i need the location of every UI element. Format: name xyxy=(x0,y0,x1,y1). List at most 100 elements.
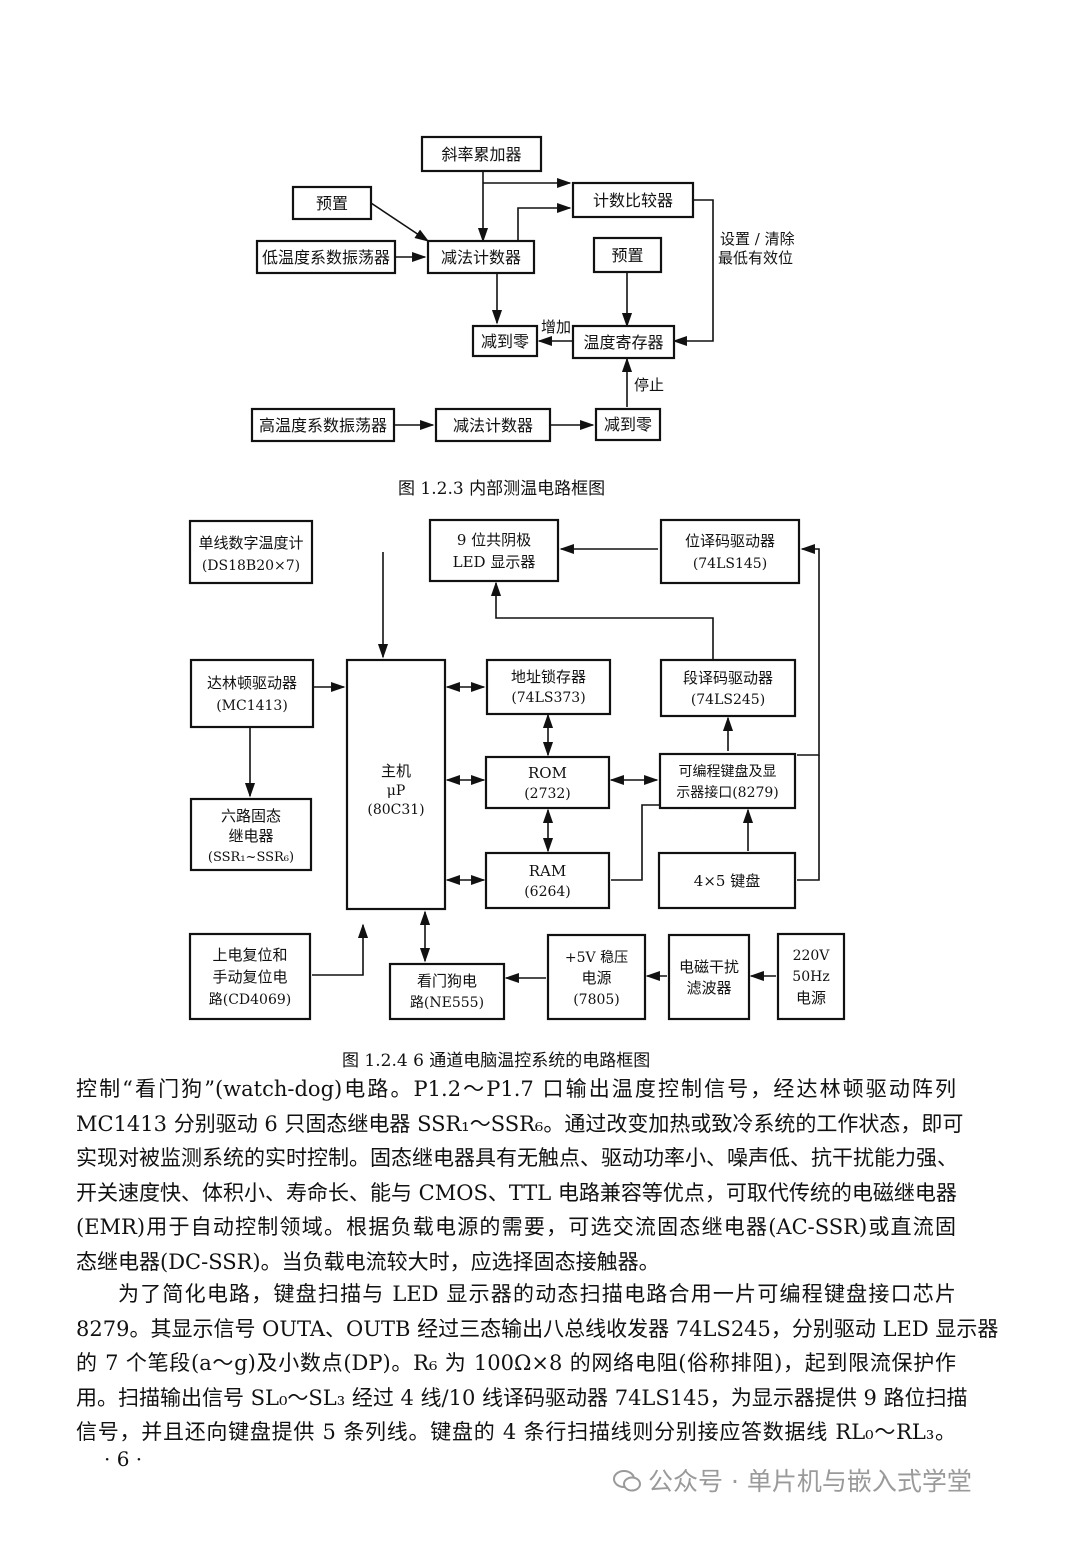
svg-text:六路固态: 六路固态 xyxy=(221,807,281,825)
keyboard-4x5-box: 4×5 键盘 xyxy=(657,851,797,910)
counter-comparator-box: 计数比较器 xyxy=(571,181,695,219)
svg-text:减法计数器: 减法计数器 xyxy=(441,248,521,267)
svg-text:9 位共阴极: 9 位共阴极 xyxy=(457,531,531,549)
watermark: 公众号 · 单片机与嵌入式学堂 xyxy=(612,1462,972,1498)
voltage-regulator-box: +5V 稳压 电源 (7805) xyxy=(546,933,647,1021)
text-line: 的 7 个笔段(a～g)及小数点(DP)。R₆ 为 100Ω×8 的网络电阻(俗… xyxy=(76,1351,956,1375)
svg-text:高温度系数振荡器: 高温度系数振荡器 xyxy=(259,416,387,435)
temperature-register-box: 温度寄存器 xyxy=(571,324,676,360)
svg-text:段译码驱动器: 段译码驱动器 xyxy=(683,669,773,687)
svg-text:看门狗电: 看门狗电 xyxy=(417,972,477,990)
ds18b20-box: 单线数字温度计 (DS18B20×7) xyxy=(188,519,314,585)
svg-text:RAM: RAM xyxy=(529,862,567,880)
preset-box-2: 预置 xyxy=(592,236,663,274)
zero-box-2: 减到零 xyxy=(594,407,662,442)
svg-text:(DS18B20×7): (DS18B20×7) xyxy=(202,558,300,574)
address-latch-box: 地址锁存器 (74LS373) xyxy=(485,658,612,716)
svg-text:电磁干扰: 电磁干扰 xyxy=(679,958,739,976)
svg-text:4×5 键盘: 4×5 键盘 xyxy=(694,872,760,890)
label-increment: 增加 xyxy=(541,318,571,336)
zero-box-1: 减到零 xyxy=(471,324,539,358)
svg-text:LED 显示器: LED 显示器 xyxy=(453,553,536,571)
emi-filter-box: 电磁干扰 滤波器 xyxy=(667,933,751,1021)
label-stop: 停止 xyxy=(634,376,664,394)
svg-text:(7805): (7805) xyxy=(573,992,620,1008)
watermark-text: 公众号 · 单片机与嵌入式学堂 xyxy=(648,1467,972,1496)
text-line: 为了简化电路，键盘扫描与 LED 显示器的动态扫描电路合用一片可编程键盘接口芯片 xyxy=(118,1282,956,1306)
label-lsb: 最低有效位 xyxy=(718,249,793,267)
figure-1-2-3-caption: 图 1.2.3 内部测温电路框图 xyxy=(398,479,606,499)
svg-text:单线数字温度计: 单线数字温度计 xyxy=(198,534,303,552)
svg-text:低温度系数振荡器: 低温度系数振荡器 xyxy=(262,248,390,267)
svg-text:减法计数器: 减法计数器 xyxy=(453,416,533,435)
figure-1-2-3: 斜率累加器 预置 计数比较器 低温度系数振荡器 减法计数器 预置 减到零 温度 xyxy=(250,135,795,443)
svg-text:减到零: 减到零 xyxy=(481,332,529,351)
high-temp-oscillator-box: 高温度系数振荡器 xyxy=(250,407,396,443)
svg-text:路(CD4069): 路(CD4069) xyxy=(209,992,292,1008)
svg-text:50Hz: 50Hz xyxy=(792,969,829,985)
text-line: 8279。其显示信号 OUTA、OUTB 经过三态输出八总线收发器 74LS24… xyxy=(76,1316,999,1341)
wechat-icon xyxy=(613,1470,641,1492)
figure-1-2-4-caption: 图 1.2.4 6 通道电脑温控系统的电路框图 xyxy=(342,1051,651,1071)
ssr-box: 六路固态 继电器 (SSR₁~SSR₆) xyxy=(189,797,313,872)
reset-circuit-box: 上电复位和 手动复位电 路(CD4069) xyxy=(188,932,312,1021)
figure-1-2-4: 单线数字温度计 (DS18B20×7) 9 位共阴极 LED 显示器 位译码驱动… xyxy=(188,518,846,1021)
svg-text:主机: 主机 xyxy=(381,762,411,780)
body-paragraph-2: 为了简化电路，键盘扫描与 LED 显示器的动态扫描电路合用一片可编程键盘接口芯片… xyxy=(76,1277,999,1450)
svg-text:ROM: ROM xyxy=(528,764,567,782)
text-line: (EMR)用于自动控制领域。根据负载电源的需要，可选交流固态继电器(AC-SSR… xyxy=(76,1215,956,1239)
svg-text:路(NE555): 路(NE555) xyxy=(410,995,484,1011)
text-line: 信号，并且还向键盘提供 5 条列线。键盘的 4 条行扫描线则分别接应答数据线 R… xyxy=(76,1420,956,1444)
svg-text:示器接口(8279): 示器接口(8279) xyxy=(676,784,779,801)
svg-text:(74LS145): (74LS145) xyxy=(693,556,767,572)
preset-box-1: 预置 xyxy=(291,185,373,221)
svg-text:(74LS373): (74LS373) xyxy=(511,690,585,706)
segment-decoder-driver-box: 段译码驱动器 (74LS245) xyxy=(659,658,797,718)
bit-decoder-driver-box: 位译码驱动器 (74LS145) xyxy=(659,518,801,585)
watchdog-box: 看门狗电 路(NE555) xyxy=(388,962,506,1021)
svg-text:(80C31): (80C31) xyxy=(367,802,424,818)
text-line: 用。扫描输出信号 SL₀～SL₃ 经过 4 线/10 线译码驱动器 74LS14… xyxy=(76,1385,968,1410)
svg-text:地址锁存器: 地址锁存器 xyxy=(511,668,586,686)
darlington-driver-box: 达林顿驱动器 (MC1413) xyxy=(189,658,315,729)
svg-text:μP: μP xyxy=(387,783,406,799)
text-line: 控制“看门狗”(watch-dog)电路。P1.2～P1.7 口输出温度控制信号… xyxy=(76,1077,956,1101)
svg-text:计数比较器: 计数比较器 xyxy=(593,191,673,210)
svg-text:电源: 电源 xyxy=(581,969,611,987)
svg-text:预置: 预置 xyxy=(316,194,348,213)
svg-text:(6264): (6264) xyxy=(524,884,571,900)
svg-text:可编程键盘及显: 可编程键盘及显 xyxy=(679,763,777,780)
body-paragraph-1: 控制“看门狗”(watch-dog)电路。P1.2～P1.7 口输出温度控制信号… xyxy=(76,1072,964,1279)
svg-text:滤波器: 滤波器 xyxy=(686,979,731,997)
svg-text:上电复位和: 上电复位和 xyxy=(212,946,287,964)
svg-text:斜率累加器: 斜率累加器 xyxy=(441,145,521,164)
mains-power-box: 220V 50Hz 电源 xyxy=(776,932,846,1021)
svg-text:位译码驱动器: 位译码驱动器 xyxy=(685,532,775,550)
svg-text:达林顿驱动器: 达林顿驱动器 xyxy=(207,674,297,692)
text-line: MC1413 分别驱动 6 只固态继电器 SSR₁～SSR₆。通过改变加热或致冷… xyxy=(76,1111,964,1136)
svg-text:+5V 稳压: +5V 稳压 xyxy=(565,950,628,966)
svg-text:220V: 220V xyxy=(793,948,831,964)
svg-text:继电器: 继电器 xyxy=(228,827,273,845)
text-line: 开关速度快、体积小、寿命长、能与 CMOS、TTL 电路兼容等优点，可取代传统的… xyxy=(76,1180,957,1205)
svg-text:温度寄存器: 温度寄存器 xyxy=(583,333,663,352)
svg-text:(MC1413): (MC1413) xyxy=(216,698,288,714)
down-counter-box-1: 减法计数器 xyxy=(426,239,536,275)
page-number: · 6 · xyxy=(104,1447,143,1471)
label-set-clear: 设置 / 清除 xyxy=(720,230,795,248)
svg-text:(2732): (2732) xyxy=(524,786,571,802)
text-line: 实现对被监测系统的实时控制。固态继电器具有无触点、驱动功率小、噪声低、抗干扰能力… xyxy=(76,1146,958,1170)
keyboard-display-interface-box: 可编程键盘及显 示器接口(8279) xyxy=(658,752,797,810)
svg-text:电源: 电源 xyxy=(796,989,826,1007)
slope-accumulator-box: 斜率累加器 xyxy=(420,135,543,173)
svg-text:(74LS245): (74LS245) xyxy=(691,692,765,708)
ram-box: RAM (6264) xyxy=(484,851,611,910)
low-temp-oscillator-box: 低温度系数振荡器 xyxy=(255,239,397,275)
svg-text:手动复位电: 手动复位电 xyxy=(212,968,287,986)
down-counter-box-2: 减法计数器 xyxy=(434,407,552,443)
svg-text:减到零: 减到零 xyxy=(604,415,652,434)
led-display-box: 9 位共阴极 LED 显示器 xyxy=(428,518,560,583)
svg-text:预置: 预置 xyxy=(611,246,643,265)
svg-text:(SSR₁~SSR₆): (SSR₁~SSR₆) xyxy=(208,850,294,865)
